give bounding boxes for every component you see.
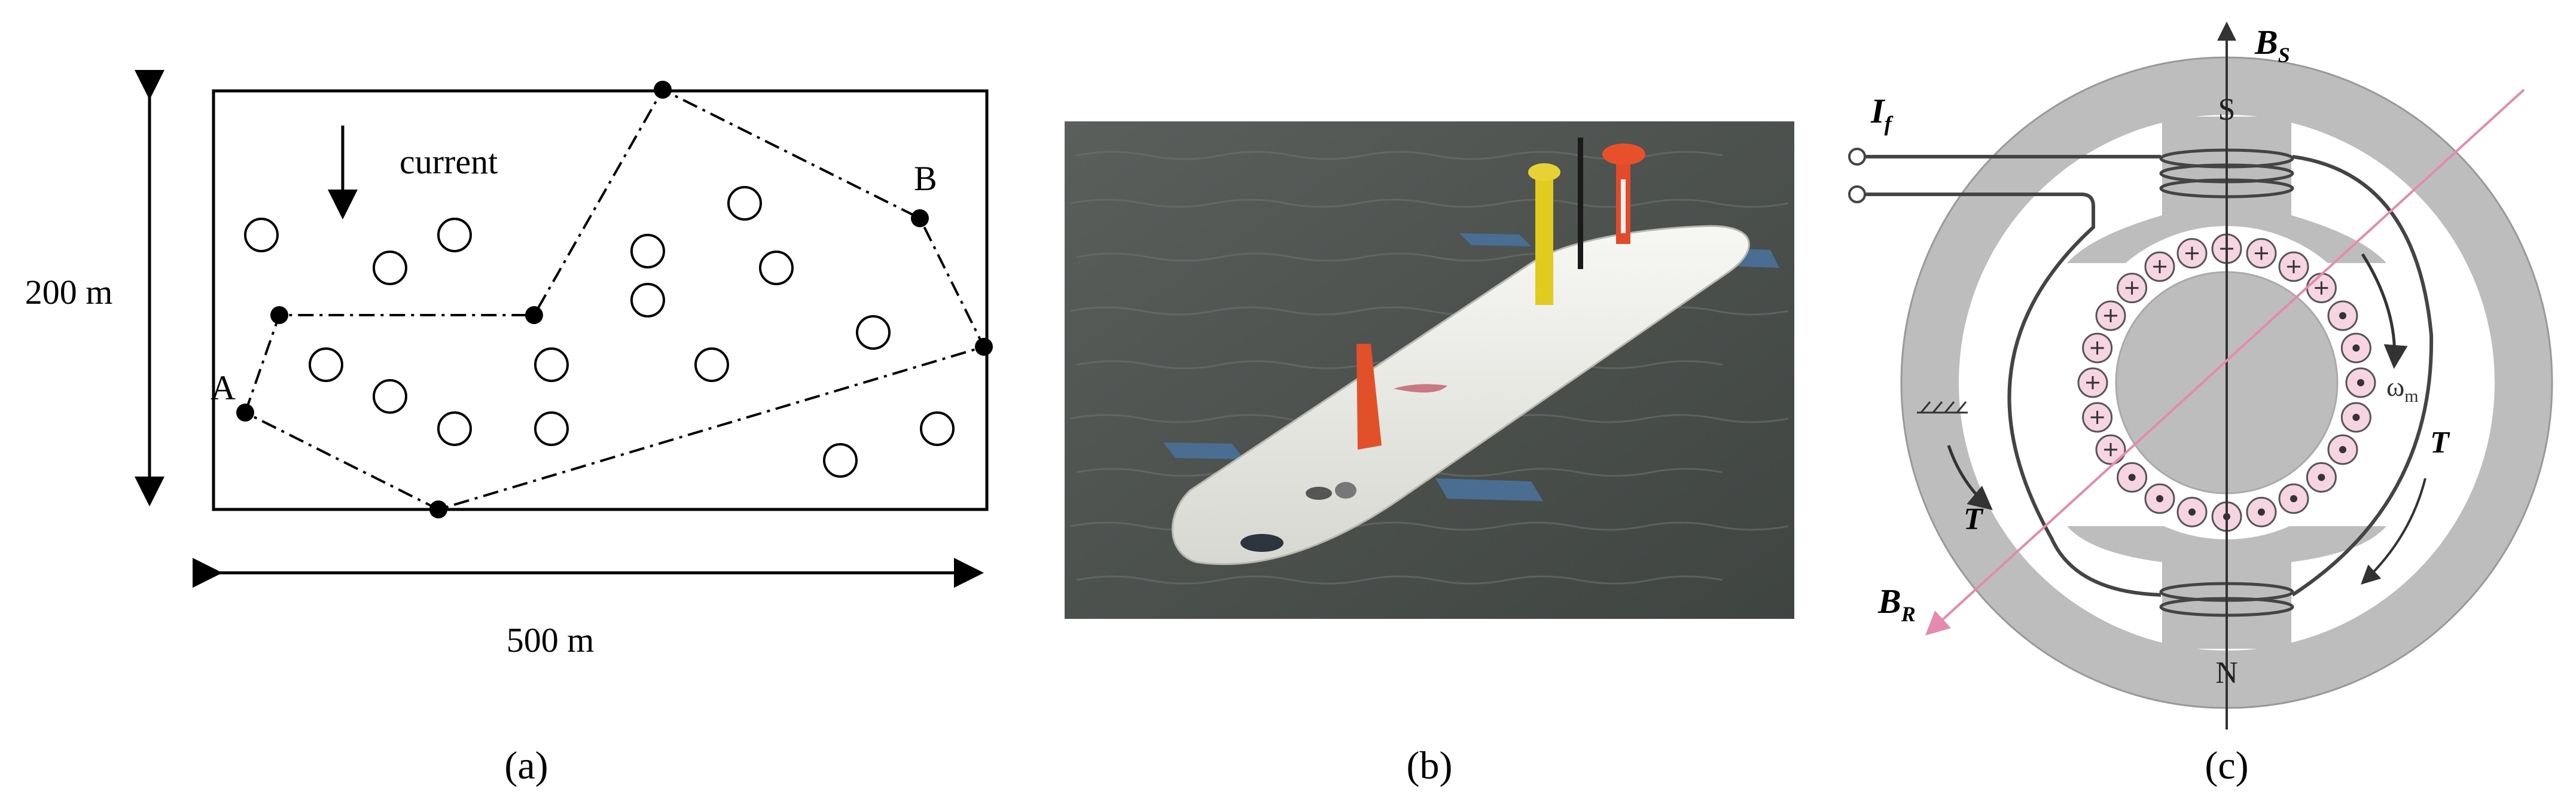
obstacle-circle: [823, 443, 858, 478]
obstacle-circle: [534, 411, 569, 446]
yellow-mast-cap: [1528, 163, 1560, 181]
conductor-plus-icon: [2153, 260, 2166, 274]
height-label: 200 m: [25, 273, 113, 312]
obstacle-circle: [373, 379, 407, 414]
obstacle-circle: [437, 218, 472, 252]
panel-c-caption: (c): [2205, 744, 2248, 787]
conductor-plus-icon: [2090, 341, 2104, 355]
point-a-label: A: [211, 368, 236, 407]
obstacle-circle: [727, 186, 762, 221]
pole-n-label: N: [2215, 656, 2238, 690]
orange-fin: [1356, 344, 1382, 450]
conductor-dot-icon: [2257, 508, 2265, 516]
panel-c-motor-diagram: BS BR If S N ωm T T (c): [1848, 22, 2553, 787]
panel-a-caption: (a): [504, 744, 548, 787]
obstacle-circle: [534, 347, 569, 382]
red-mast-stripe: [1621, 179, 1626, 233]
obstacle-circle: [920, 411, 955, 446]
conductor-dot-icon: [2357, 379, 2364, 386]
yellow-mast: [1535, 173, 1553, 305]
obstacle-circle: [373, 251, 407, 285]
solar-panel: [1163, 442, 1244, 459]
obstacle-circle: [630, 234, 665, 268]
conductor-dot-icon: [2290, 494, 2297, 502]
torque-label-right: T: [2430, 426, 2450, 460]
terminal-icon: [1848, 148, 1866, 166]
field-current-label: If: [1870, 91, 1894, 136]
hull-port: [1306, 487, 1332, 500]
conductor-dot-icon: [2188, 508, 2196, 516]
torque-arrow-left-icon: [1947, 445, 1993, 511]
panel-b-vehicle-photo: (b): [1065, 121, 1794, 787]
black-antenna: [1578, 138, 1583, 269]
terminal-icon: [1848, 185, 1866, 203]
obstacle-circle: [856, 315, 891, 350]
conductor-dot-icon: [2128, 474, 2136, 481]
red-mast-cap: [1602, 144, 1645, 165]
waypoint: [429, 500, 447, 518]
obstacle-circle: [630, 283, 665, 318]
conductor-plus-icon: [2104, 309, 2118, 322]
stator-field-label: BS: [2254, 23, 2290, 67]
conductor-plus-icon: [2185, 246, 2199, 260]
point-b-label: B: [914, 159, 937, 198]
panel-b-caption: (b): [1407, 744, 1453, 787]
obstacle-circle: [244, 218, 279, 252]
area-boundary: [212, 89, 989, 511]
field-wires: [1860, 155, 2434, 597]
conductor-plus-icon: [2315, 281, 2328, 295]
pole-s-label: S: [2218, 93, 2236, 127]
conductor-plus-icon: [2086, 376, 2099, 389]
waypoint: [270, 306, 288, 324]
obstacles: [244, 186, 955, 478]
rotor-field-axis: [1925, 88, 2525, 636]
conductor-dot-icon: [2352, 413, 2360, 421]
conductor-dot-icon: [2318, 474, 2325, 481]
rotation-arrow-icon: [2361, 253, 2408, 369]
hull-port: [1335, 482, 1356, 499]
conductor-plus-icon: [2254, 246, 2268, 260]
conductor-plus-icon: [2090, 410, 2104, 424]
conductor-plus-icon: [2287, 260, 2300, 274]
conductor-dot-icon: [2339, 312, 2346, 319]
hull-port: [1240, 534, 1284, 552]
vehicle-path: [244, 88, 986, 511]
conductor-dot-icon: [2156, 494, 2163, 502]
obstacle-circle: [759, 251, 794, 285]
conductor-plus-icon: [2125, 281, 2139, 295]
ground-hatch-icon: [1917, 401, 1968, 414]
current-label: current: [400, 142, 498, 181]
solar-panel: [1459, 233, 1531, 246]
vehicle-hull: [1172, 225, 1750, 565]
waypoint: [525, 306, 543, 324]
solar-panel: [1435, 478, 1543, 501]
waypoint: [975, 338, 993, 356]
conductor-plus-icon: [2104, 443, 2118, 456]
conductor-dot-icon: [2352, 344, 2360, 352]
waypoints: [236, 81, 993, 518]
waypoint: [236, 404, 254, 422]
conductor-dot-icon: [2339, 446, 2346, 453]
angular-speed-label: ωm: [2386, 371, 2419, 406]
torque-arrow-right-icon: [2361, 478, 2426, 585]
obstacle-circle: [694, 347, 729, 382]
waypoint: [654, 81, 672, 99]
obstacle-circle: [437, 411, 472, 446]
panel-a-path-plan: 200 m 500 m current A B: [25, 70, 993, 787]
obstacle-circle: [309, 347, 343, 382]
hull-logo: [1394, 384, 1447, 393]
torque-label-left: T: [1964, 502, 1984, 536]
rotor-field-label: BR: [1877, 582, 1916, 626]
waypoint: [911, 209, 929, 227]
width-label: 500 m: [507, 621, 595, 660]
